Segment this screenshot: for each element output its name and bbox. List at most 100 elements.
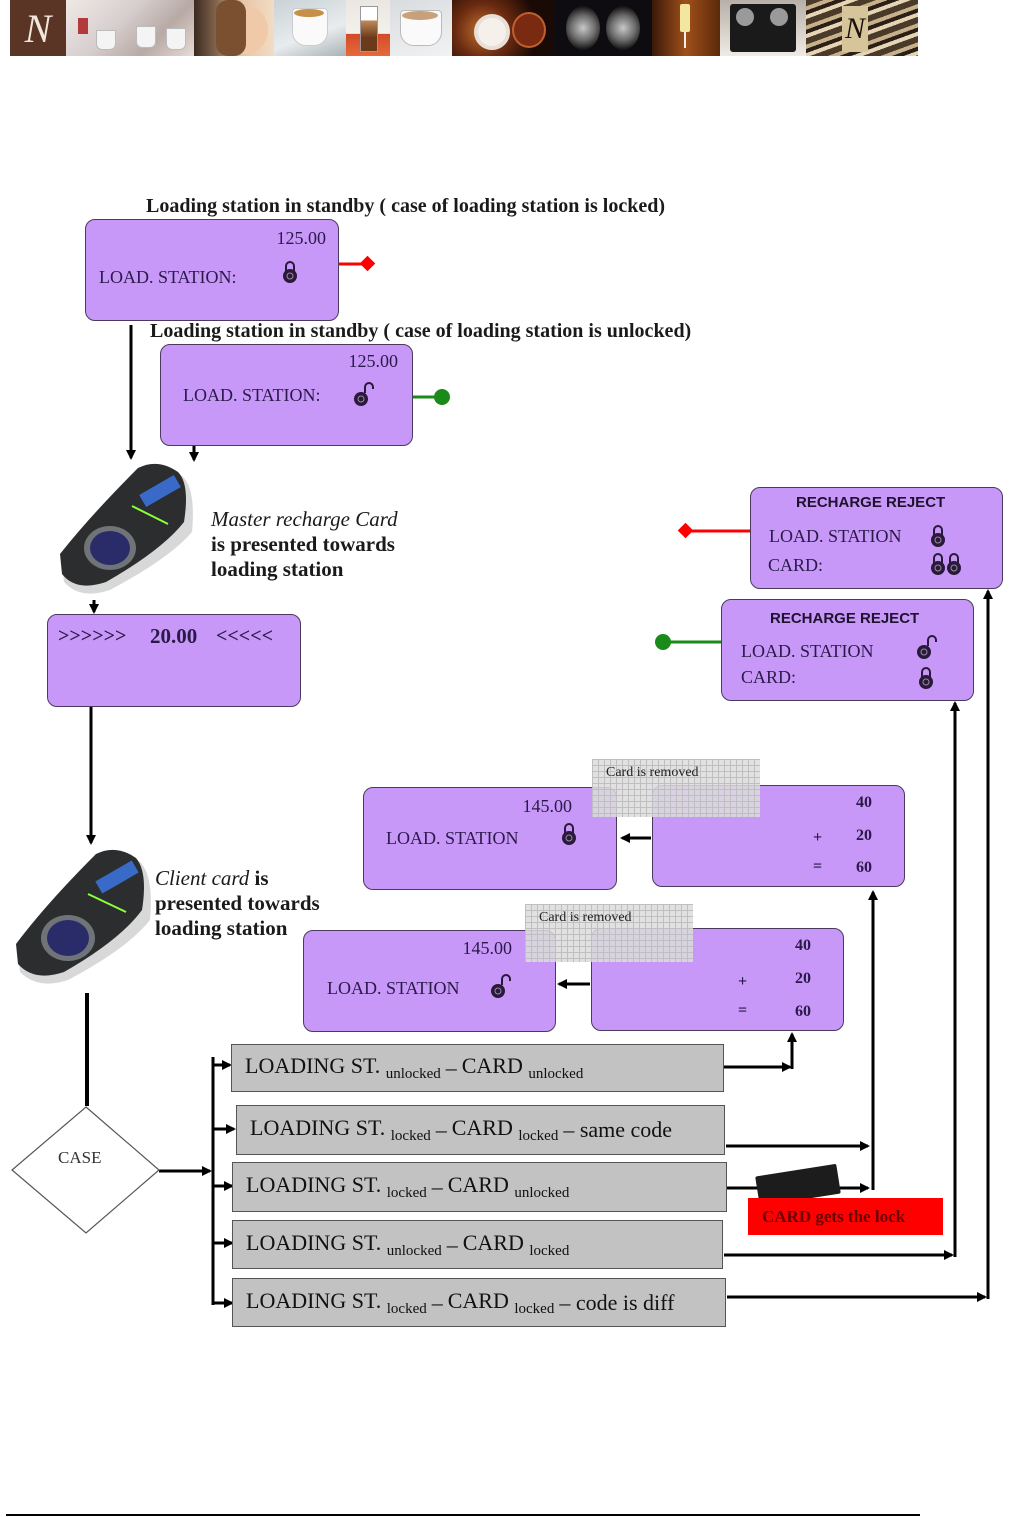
result-locked-amount: 145.00 — [522, 796, 573, 816]
standby-unlocked-heading: Loading station in standby ( case of loa… — [150, 320, 692, 342]
standby-locked-box: 125.00 LOAD. STATION: — [85, 219, 339, 321]
client-card-caption-line2: presented towards — [155, 891, 320, 915]
green-dot-marker — [434, 389, 450, 405]
result-unlocked-amount: 145.00 — [462, 938, 513, 958]
master-card-caption-line1: Master recharge Card — [211, 507, 398, 531]
card-gets-lock-note: CARD gets the lock — [748, 1198, 943, 1235]
red-diamond-marker-reject — [677, 522, 694, 539]
reject-locked-title: RECHARGE REJECT — [796, 494, 946, 511]
case-card-state: locked — [514, 1300, 555, 1317]
standby-locked-label: LOAD. STATION: — [99, 267, 237, 287]
calc-unlocked-line2: 20 — [795, 970, 811, 987]
case-dash: – — [431, 1174, 443, 1199]
monogram-glyph: N — [842, 6, 868, 52]
brand-logo-glyph: N — [24, 5, 52, 51]
case-decision-label: CASE — [58, 1148, 102, 1167]
client-card-caption-italic: Client card — [155, 866, 250, 890]
calc-unlocked-line1: 40 — [795, 937, 811, 954]
calc-locked-line2: 20 — [856, 827, 872, 844]
calc-unlocked-line3: 60 — [795, 1003, 811, 1020]
case-row: LOADING ST. unlocked – CARD unlocked — [231, 1044, 724, 1092]
case-station-state: unlocked — [386, 1242, 442, 1259]
case-station-state: locked — [386, 1300, 427, 1317]
case-station-state: unlocked — [385, 1066, 441, 1082]
result-unlocked-label: LOAD. STATION — [327, 978, 460, 998]
calc-locked-equals: = — [813, 858, 823, 875]
reject-locked-card-label: CARD: — [768, 555, 824, 575]
espresso-cup-photo — [274, 0, 346, 56]
case-station-label: LOADING ST. — [246, 1287, 382, 1313]
recharge-amount-display: >>>>>> 20.00 <<<<< — [47, 614, 301, 707]
case-station-state: locked — [386, 1185, 427, 1201]
master-card-caption: Master recharge Card is presented toward… — [211, 507, 398, 582]
case-card-state: unlocked — [514, 1185, 570, 1201]
red-diamond-marker — [359, 255, 376, 272]
case-card-label: CARD — [461, 1053, 523, 1078]
footer-divider — [6, 1514, 920, 1516]
standby-locked-heading: Loading station in standby ( case of loa… — [146, 195, 665, 217]
latte-macchiato-photo — [346, 0, 390, 56]
recharge-reject-locked-box: RECHARGE REJECT LOAD. STATION CARD: — [750, 487, 1003, 589]
brand-logo: N — [10, 0, 66, 56]
display-left-chevrons: >>>>>> — [58, 625, 127, 647]
case-station-state: locked — [390, 1128, 431, 1144]
standby-locked-amount: 125.00 — [276, 228, 327, 248]
client-card-caption-line3: loading station — [155, 916, 288, 940]
case-row: LOADING ST. locked – CARD locked – same … — [236, 1105, 725, 1155]
padlock-unlocked-icon — [917, 635, 937, 659]
master-card-caption-line3: loading station — [211, 557, 344, 581]
card-reader-device-image — [60, 463, 193, 594]
case-extra: – code is diff — [559, 1289, 675, 1315]
case-card-label: CARD — [462, 1229, 524, 1255]
card-removed-note: Card is removed — [525, 904, 693, 962]
standby-unlocked-box: 125.00 LOAD. STATION: — [160, 344, 413, 446]
padlock-unlocked-icon — [354, 382, 374, 406]
coffee-machines-photo — [554, 0, 652, 56]
client-card-caption-line1-rest: is — [249, 866, 269, 890]
calc-unlocked-equals: = — [738, 1002, 748, 1019]
result-unlocked-box: 145.00 LOAD. STATION — [303, 930, 556, 1032]
case-card-label: CARD — [451, 1115, 513, 1140]
calc-locked-line3: 60 — [856, 859, 872, 876]
case-card-state: locked — [518, 1128, 559, 1144]
case-station-label: LOADING ST. — [250, 1115, 386, 1140]
calc-unlocked-plus: + — [738, 973, 748, 990]
padlock-locked-icon — [283, 261, 297, 283]
case-dash: – — [435, 1117, 447, 1142]
client-card-caption: Client card is presented towards loading… — [155, 866, 320, 941]
case-card-state: unlocked — [528, 1066, 584, 1082]
display-amount: 20.00 — [150, 624, 198, 648]
standby-unlocked-amount: 125.00 — [348, 351, 399, 371]
case-dash: – — [446, 1231, 458, 1257]
double-padlock-icon — [931, 553, 961, 575]
case-decision-diamond — [11, 1106, 160, 1234]
case-row: LOADING ST. locked – CARD locked – code … — [232, 1278, 726, 1327]
result-locked-label: LOAD. STATION — [386, 828, 519, 848]
padlock-locked-icon — [562, 823, 576, 845]
cappuccino-photo — [390, 0, 452, 56]
case-card-label: CARD — [447, 1172, 509, 1197]
calc-locked-box: 40 + 20 = 60 — [652, 785, 905, 887]
green-dot-marker-reject — [655, 634, 671, 650]
professional-machine-photo — [720, 0, 806, 56]
case-dash: – — [431, 1289, 443, 1315]
case-card-label: CARD — [447, 1287, 509, 1313]
card-removed-note: Card is removed — [592, 759, 760, 817]
champagne-photo — [652, 0, 720, 56]
master-card-caption-line2: is presented towards — [211, 532, 395, 556]
case-card-state: locked — [529, 1242, 570, 1259]
case-row: LOADING ST. unlocked – CARD locked — [232, 1220, 723, 1269]
case-station-label: LOADING ST. — [246, 1229, 382, 1255]
recharge-reject-unlocked-box: RECHARGE REJECT LOAD. STATION CARD: — [721, 599, 974, 701]
standby-unlocked-label: LOAD. STATION: — [183, 385, 321, 405]
calc-locked-line1: 40 — [856, 794, 872, 811]
header-banner: N N — [10, 0, 918, 56]
padlock-locked-icon — [931, 525, 945, 547]
padlock-locked-icon — [919, 667, 933, 689]
reject-locked-station-label: LOAD. STATION — [769, 526, 902, 546]
case-station-label: LOADING ST. — [245, 1053, 381, 1078]
case-station-label: LOADING ST. — [246, 1172, 382, 1197]
case-row: LOADING ST. locked – CARD unlocked — [232, 1162, 727, 1212]
card-reader-device-image — [16, 849, 151, 984]
reject-unlocked-station-label: LOAD. STATION — [741, 641, 874, 661]
